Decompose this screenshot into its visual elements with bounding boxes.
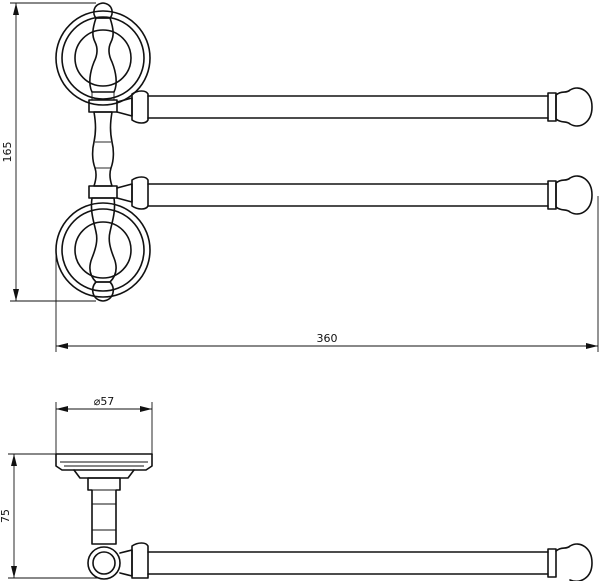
depth-dimension-label: 75: [0, 509, 12, 523]
side-view: ⌀57 75: [0, 395, 593, 581]
lower-wall-flange: [55, 202, 151, 298]
side-flange-profile: [55, 453, 153, 479]
diameter-dimension-label: ⌀57: [94, 395, 115, 408]
front-view: 165 360: [1, 2, 599, 352]
upper-wall-flange: [55, 10, 151, 106]
height-dimension: 165: [1, 2, 96, 302]
side-arm: [119, 542, 593, 581]
upper-swing-arm: [116, 87, 593, 127]
diameter-symbol: ⌀: [94, 395, 101, 408]
diameter-value: 57: [100, 395, 114, 408]
depth-dimension: 75: [0, 453, 100, 579]
side-post: [87, 477, 121, 580]
lower-swing-arm: [116, 175, 593, 215]
vertical-post: [88, 2, 118, 302]
width-dimension-label: 360: [317, 332, 338, 345]
width-dimension: 360: [55, 196, 599, 352]
height-dimension-label: 165: [1, 142, 14, 163]
diameter-dimension: ⌀57: [55, 395, 153, 454]
